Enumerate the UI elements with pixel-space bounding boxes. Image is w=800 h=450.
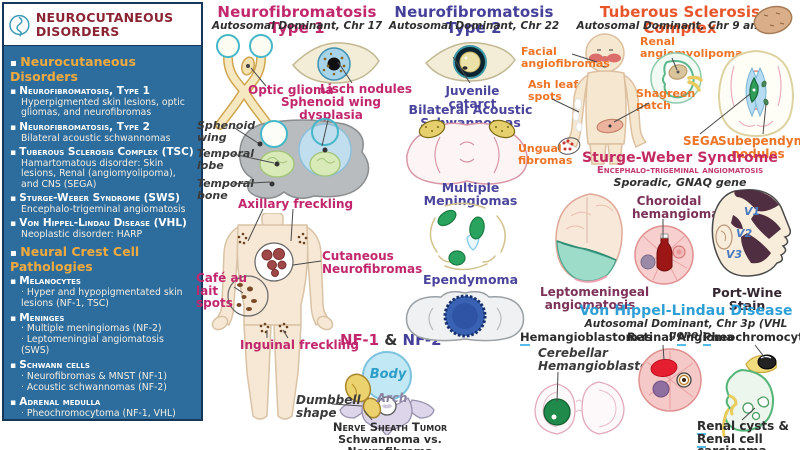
vhl-subtitle: Autosomal Dominant, Chr 3p (VHL gene): [584, 318, 788, 342]
hemangioblastomas-label: Hemangioblastomas: [520, 330, 653, 346]
lisch-nodules-label: Lisch nodules: [320, 82, 413, 96]
renal-angiomyolipoma-kidney-illustration: [650, 52, 703, 104]
ependymoma-cord-illustration: [405, 290, 525, 342]
retinal-angioma-label: Retinal Angioma: [627, 330, 734, 346]
body-figure-illustration: [211, 213, 334, 420]
facial-angiofibromas-label: Facial angiofibromas: [521, 45, 610, 70]
vhl-kidney-pheochromocytoma-illustration: [722, 354, 777, 438]
temporal-lobe-label: Temporal lobe: [197, 147, 255, 172]
leptomeningeal-angiomatosis-brain-illustration: [555, 193, 623, 283]
acoustic-schwannomas-brainstem-illustration: [406, 119, 528, 185]
pheochromocytoma-initial: P: [703, 330, 712, 346]
hemangioblastomas-initial: H: [520, 330, 530, 346]
sidebar-item-vhl: Von Hippel-Lindau Disease (VHL) Neoplast…: [10, 218, 195, 241]
renal-carcinoma-line: Renal cell carcionma: [697, 431, 767, 450]
nf1-heading-part: NF-1: [340, 331, 380, 349]
port-wine-stain-label: Port-Wine Stain: [712, 285, 782, 314]
retinal-angioma-initial: A: [677, 330, 686, 346]
nf1-subtitle: Autosomal Dominant, Chr 17: [211, 20, 383, 32]
v3-label: V3: [726, 248, 743, 261]
inguinal-freckling-label: Inguinal freckling: [240, 338, 359, 352]
nerve-sheath-tumor-title: Nerve Sheath Tumor: [332, 420, 448, 434]
vertebral-arch-label: Arch: [376, 391, 408, 405]
subependymal-nodules-label: Subependymal nodules: [718, 134, 800, 161]
sws-title: Sturge-Weber Syndrome: [582, 150, 778, 166]
vertebra-tumor-illustration: [339, 351, 435, 435]
choroidal-hemangioma-fundus-illustration: [634, 225, 694, 285]
sidebar-header: NEUROCUTANEOUS DISORDERS: [4, 4, 201, 46]
sidebar-item-nf2: Neurofibromatosis, Type 2 Bilateral acou…: [10, 121, 195, 144]
dumbbell-shape-label: Dumbbell shape: [296, 393, 361, 420]
vhl-title: Von Hippel-Lindau Disease: [579, 303, 793, 319]
renal-cysts-carcinoma-label: Renal cysts & Renal cell carcionma: [697, 419, 800, 450]
axillary-freckling-label: Axillary freckling: [238, 197, 354, 211]
nf2-title: Neurofibromatosis Type 2: [394, 3, 554, 37]
juvenile-cataract-label: Juvenile catarct: [445, 84, 500, 111]
meningiomas-illustration: [429, 202, 506, 271]
cerebellar-hemangioblastoma-label: Cerebellar Hemangioblastoma: [538, 346, 669, 373]
cafe-au-lait-label: Café au lait spots: [196, 271, 248, 311]
sws-subtitle1: Encephalo-trigeminal angiomatosis: [596, 165, 764, 176]
port-wine-stain-face-illustration: [711, 189, 792, 277]
juvenile-cataract-eye-illustration: [424, 41, 516, 82]
pheochromocytoma-label: Pheochromocytoma: [703, 330, 800, 346]
sphenoid-wing-label: Sphenoid wing: [197, 119, 256, 144]
vertebral-body-label: Body: [369, 367, 407, 382]
sidebar-item-adrenal-medulla: Adrenal medulla · Pheochromocytoma (NF-1…: [10, 396, 195, 420]
renal-angiomyolipoma-label: Renal angiomyolipoma: [640, 35, 743, 60]
ash-leaf-spots-label: Ash leaf spots: [528, 78, 579, 103]
tsc-subtitle: Autosomal Dominant, Chr 9 and 16: [576, 20, 784, 32]
renal-cysts-line: Renal cysts &: [697, 419, 789, 435]
sidebar-item-schwann-cells: Schwann cells · Neurofibromas & MNST (NF…: [10, 360, 195, 394]
cutaneous-neurofibromas-label: Cutaneous Neurofibromas: [322, 249, 423, 276]
sws-subtitle2: Sporadic, GNAQ gene: [613, 176, 747, 189]
sphenoid-wing-dysplasia-label: Sphenoid wing dysplasia: [281, 95, 381, 122]
retinal-angioma-fundus-illustration: [638, 348, 702, 412]
potato-tuber-icon: [753, 5, 793, 35]
sidebar-group1-heading: Neurocutaneous Disorders: [10, 54, 195, 84]
amp-part: &: [379, 331, 403, 349]
sidebar-item-nf1: Neurofibromatosis, Type 1 Hyperpigmented…: [10, 85, 195, 119]
multiple-meningiomas-label: Multiple Meningiomas: [423, 180, 518, 209]
sidebar: NEUROCUTANEOUS DISORDERS Neurocutaneous …: [2, 2, 203, 421]
ungual-fibromas-label: Ungual fibromas: [518, 142, 573, 167]
sega-brain-illustration: [718, 49, 794, 138]
app-logo-icon: [9, 14, 30, 36]
v2-label: V2: [736, 227, 753, 240]
sidebar-item-tsc: Tuberous Sclerosis Complex (TSC) Hamarto…: [10, 146, 195, 190]
optic-glioma-label: Optic glioma: [248, 83, 334, 97]
schwannoma-vs-neurofibroma-label: Schwannoma vs. Neurofibroma: [338, 433, 442, 450]
optic-chiasm-illustration: [215, 34, 273, 130]
leptomeningeal-angiomatosis-label: Leptomeningeal angiomatosis: [540, 285, 650, 312]
ependymoma-label: Ependymoma: [422, 272, 519, 287]
nf1-title: Neurofibromatosis Type 1: [217, 3, 377, 37]
shagreen-patch-label: Shagreen patch: [636, 87, 696, 112]
nf2-subtitle: Autosomal Dominant, Chr 22: [388, 20, 560, 32]
v1-label: V1: [744, 205, 761, 218]
sidebar-item-sws: Sturge-Weber Syndrome (SWS) Encephalo-tr…: [10, 192, 195, 215]
sidebar-title: NEUROCUTANEOUS DISORDERS: [35, 10, 174, 39]
tsc-title: Tuberous Sclerosis Complex: [599, 3, 761, 37]
temporal-bone-label: Temporal bone: [197, 177, 255, 202]
choroidal-hemangioma-label: Choroidal hemangioma: [632, 194, 720, 221]
sidebar-group2-heading: Neural Crest Cell Pathologies: [10, 244, 195, 274]
sidebar-item-melanocytes: Melanocytes · Hyper and hypopigmentated …: [10, 275, 195, 310]
cerebellar-hemangioblastoma-illustration: [534, 381, 625, 435]
sidebar-body: Neurocutaneous Disorders Neurofibromatos…: [4, 46, 201, 427]
sidebar-item-meninges: Meninges · Multiple meningiomas (NF-2) ·…: [10, 312, 195, 358]
sega-label: SEGA: [683, 134, 719, 148]
